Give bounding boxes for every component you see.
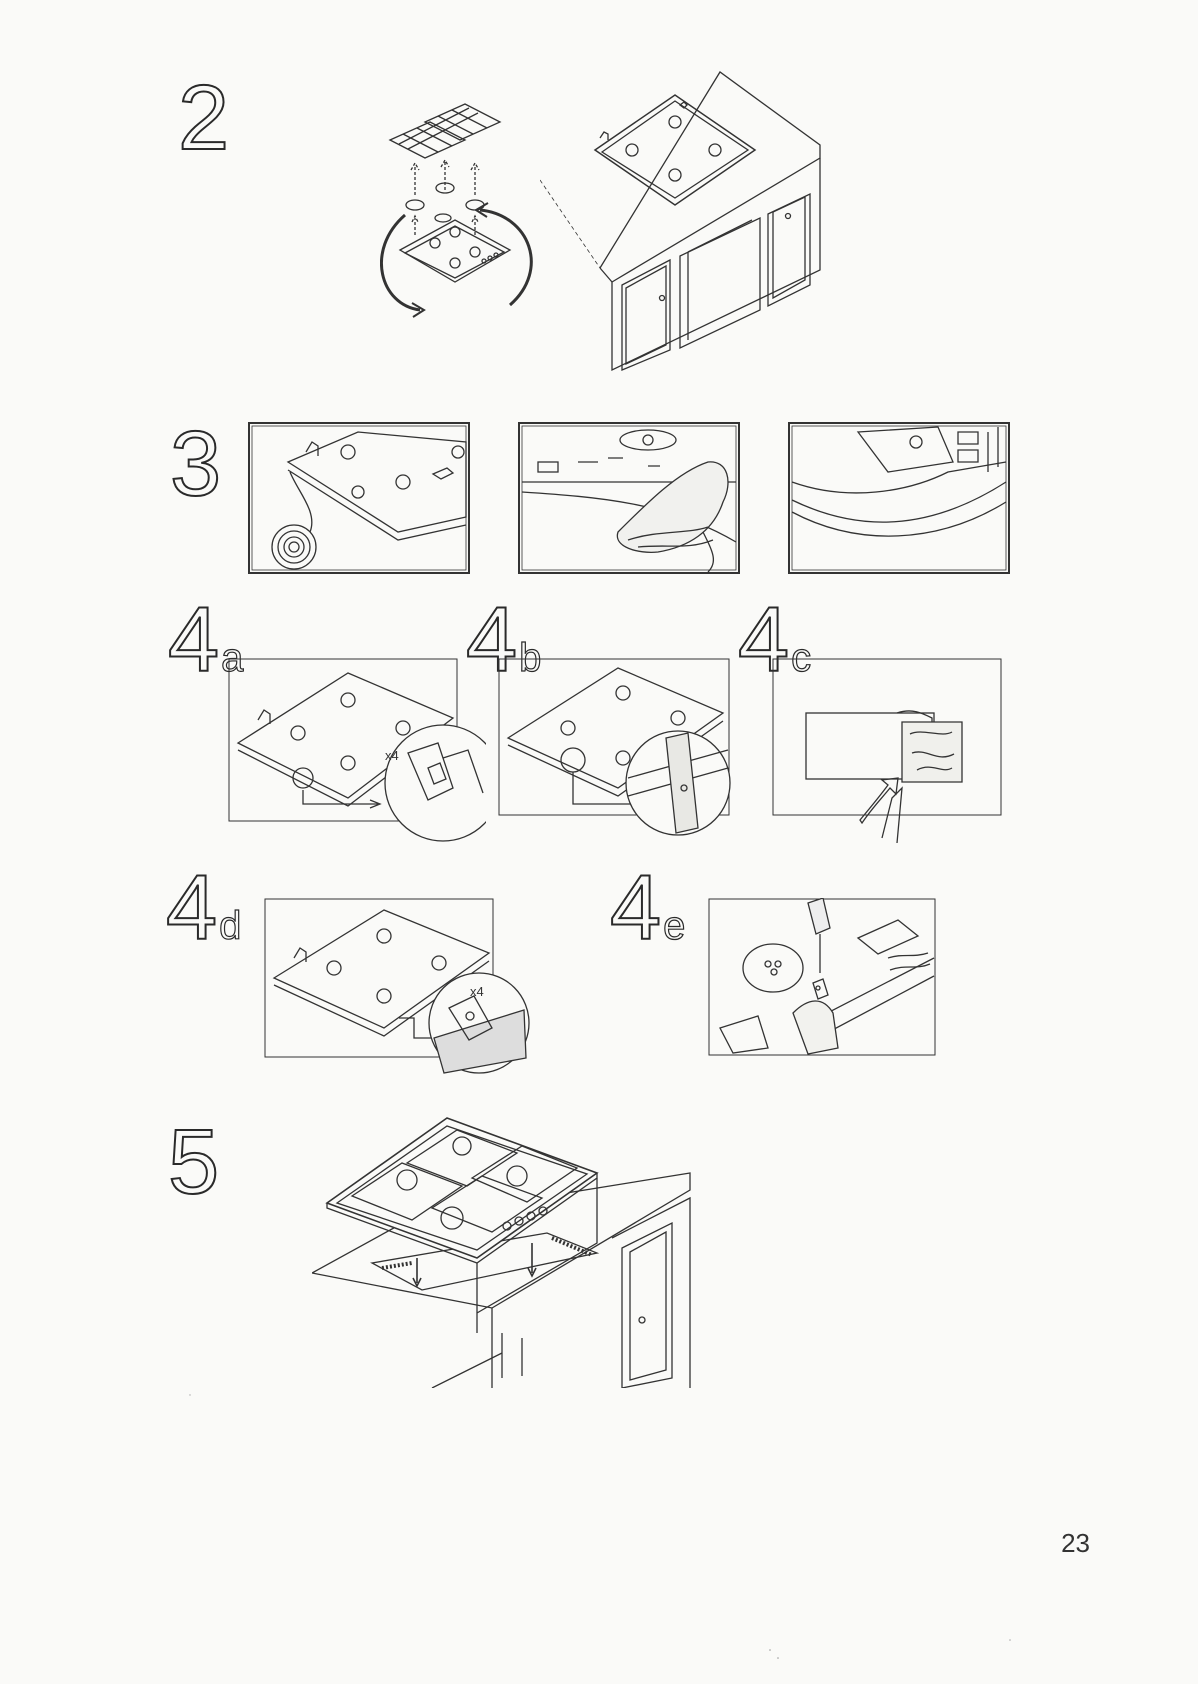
paper-specks — [0, 0, 1198, 1684]
manual-page: 2 — [0, 0, 1198, 1684]
